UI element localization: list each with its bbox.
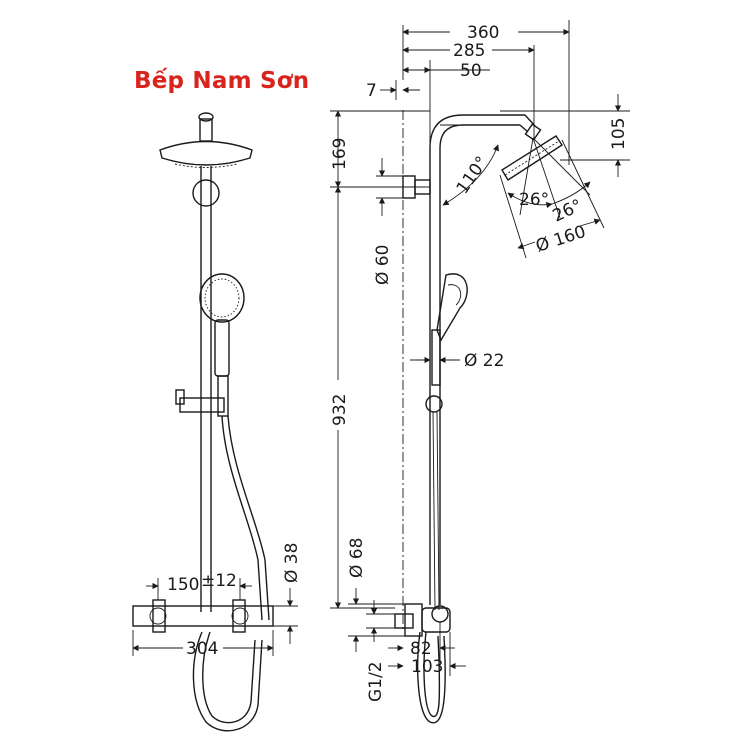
dim-7: 7 — [366, 80, 420, 101]
dim-150: 150 ±12 — [146, 571, 252, 600]
slider-knob — [425, 395, 443, 413]
dim-head-diameter: Ø 160 — [499, 139, 605, 259]
hose-side — [432, 411, 440, 611]
dim-150-label: 150 — [167, 575, 199, 595]
shower-arm — [519, 114, 542, 141]
dim-304-label: 304 — [186, 639, 218, 659]
rail-pipe-front — [192, 166, 220, 612]
dim-7-label: 7 — [366, 81, 377, 101]
hand-shower-holder — [175, 389, 225, 413]
dim-angle-110: 110° — [442, 144, 499, 206]
dim-angles-26: 26° 26° — [507, 137, 591, 227]
hand-shower-front — [199, 273, 245, 417]
side-view: 360 285 50 7 — [330, 20, 630, 724]
dim-50: 50 — [402, 60, 490, 150]
dim-932: 932 — [330, 186, 395, 609]
mixer-side — [394, 603, 451, 637]
dim-103: 103 — [388, 632, 466, 677]
dim-105: 105 — [500, 94, 630, 177]
dim-mixer-diameter: Ø 38 — [273, 543, 302, 644]
dim-tolerance-label: ±12 — [201, 571, 237, 591]
dim-169: 169 — [330, 110, 430, 188]
overhead-shower-head — [159, 112, 253, 168]
dim-60-label: Ø 60 — [373, 245, 393, 285]
overhead-head-side — [501, 135, 563, 181]
dim-82-label: 82 — [410, 639, 432, 659]
hose-front — [192, 415, 270, 732]
dim-50-label: 50 — [460, 61, 482, 81]
dim-26a-label: 26° — [519, 190, 549, 210]
dim-160-label: Ø 160 — [533, 222, 588, 257]
dim-285-label: 285 — [453, 41, 485, 61]
dim-82: 82 — [388, 622, 455, 660]
dim-304: 304 — [132, 630, 274, 659]
dim-g12-label: G1/2 — [366, 661, 386, 702]
brand-label: Bếp Nam Sơn — [134, 68, 310, 94]
dim-110-label: 110° — [453, 153, 493, 198]
hand-shower-side — [431, 273, 468, 386]
dim-360-label: 360 — [467, 23, 499, 43]
dim-285: 285 — [402, 41, 535, 140]
dim-rail-diameter: Ø 22 — [410, 351, 504, 371]
dim-360: 360 — [402, 20, 570, 165]
dim-68-label: Ø 68 — [347, 538, 367, 578]
dim-103-label: 103 — [411, 657, 443, 677]
dim-169-label: 169 — [330, 138, 350, 170]
hose-loop-side — [416, 631, 446, 724]
front-view: 150 ±12 304 Ø 38 — [132, 112, 302, 732]
dim-105-label: 105 — [609, 118, 629, 150]
dim-22-label: Ø 22 — [464, 351, 504, 371]
dim-flange-diameter: Ø 68 — [347, 538, 405, 652]
dim-38-label: Ø 38 — [282, 543, 302, 583]
dim-holder-diameter: Ø 60 — [373, 158, 403, 285]
thermostatic-mixer — [132, 599, 274, 633]
dim-932-label: 932 — [330, 394, 350, 426]
dim-thread: G1/2 — [366, 600, 395, 702]
